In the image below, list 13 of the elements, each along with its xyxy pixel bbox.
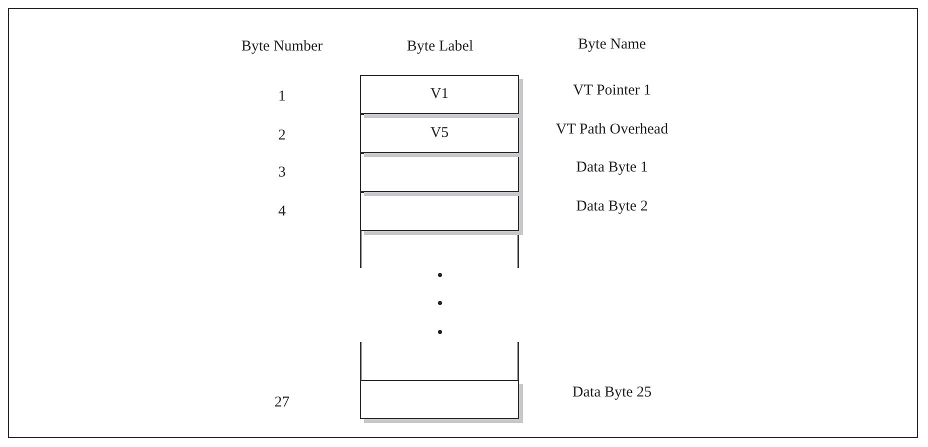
byte-name: VT Pointer 1 — [572, 82, 652, 100]
column-header: Byte Label — [406, 38, 474, 56]
byte-name: Data Byte 25 — [572, 384, 652, 402]
byte-name: Data Byte 2 — [576, 198, 648, 216]
byte-name: Data Byte 1 — [576, 160, 648, 176]
column-header: Byte Number — [241, 38, 323, 56]
byte-number: 4 — [278, 204, 286, 220]
byte-number: 3 — [278, 164, 286, 182]
byte-number: 27 — [274, 394, 290, 412]
byte-number: 2 — [278, 128, 286, 144]
byte-name: VT Path Overhead — [556, 122, 668, 138]
byte-number: 1 — [278, 88, 286, 106]
column-header: Byte Name — [578, 36, 646, 54]
